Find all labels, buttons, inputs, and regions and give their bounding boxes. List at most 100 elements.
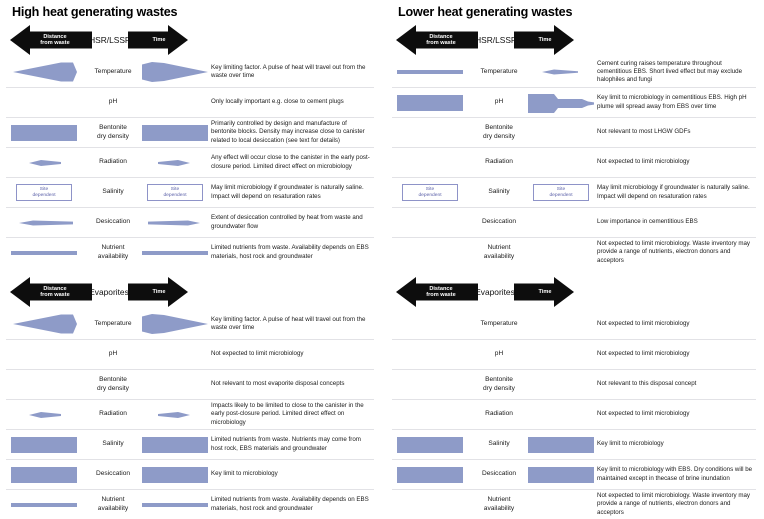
factor-row: Temperature Not expected to limit microbi… [392, 309, 756, 339]
factor-description: Any effect will occur close to the canis… [211, 154, 370, 170]
glyph-bar [11, 250, 77, 255]
glyph-block [11, 436, 77, 453]
column-title: Lower heat generating wastes [398, 5, 573, 19]
glyph-empty [175, 102, 176, 103]
distance-glyph-cell [6, 102, 82, 103]
glyph-tiny-arrow-left [542, 69, 578, 75]
time-glyph-cell [142, 61, 208, 83]
time-glyph-cell [144, 212, 206, 234]
distance-glyph-cell [392, 92, 468, 114]
factor-description: Not expected to limit microbiology [597, 350, 690, 358]
distance-glyph-cell [392, 162, 468, 163]
factor-description: Not expected to limit microbiology [597, 319, 690, 327]
factor-description: Not relevant to most LHGW GDFs [597, 128, 691, 136]
glyph-bar [397, 70, 463, 74]
glyph-wedge-left [13, 62, 77, 82]
factor-description: Key limiting factor. A pulse of heat wil… [211, 315, 366, 331]
factor-description: Primarily controlled by design and manuf… [211, 120, 365, 144]
distance-from-waste-arrow [396, 25, 478, 55]
time-glyph-cell [530, 354, 592, 355]
factor-description: Cement curing raises temperature through… [597, 59, 743, 84]
factor-name: Desiccation [481, 218, 517, 226]
glyph-block [142, 124, 208, 141]
factor-description: Not expected to limit microbiology. Wast… [597, 240, 751, 264]
factor-description: Limited nutrients from waste. Availabili… [211, 244, 369, 260]
factor-name: Temperature [480, 67, 518, 75]
section-title: HSR/LSSR [475, 35, 517, 45]
glyph-empty [430, 324, 431, 325]
distance-glyph-cell [392, 61, 468, 83]
factor-description: Key limit to microbiology [211, 470, 278, 478]
section-title: HSR/LSSR [89, 35, 131, 45]
time-glyph-cell [528, 92, 594, 114]
distance-from-waste-arrow [10, 25, 92, 55]
factor-description: Not expected to limit microbiology. Wast… [597, 492, 751, 516]
glyph-empty [430, 384, 431, 385]
factor-name: Desiccation [95, 218, 131, 226]
distance-glyph-cell [392, 132, 468, 133]
distance-glyph-cell [6, 354, 82, 355]
distance-glyph-cell [392, 324, 468, 325]
glyph-block [528, 436, 594, 453]
glyph-bar [11, 502, 77, 507]
glyph-empty [561, 324, 562, 325]
factor-description: Not expected to limit microbiology [597, 158, 690, 166]
time-glyph-cell [142, 242, 208, 264]
glyph-thin-arrow-right [158, 411, 190, 418]
factor-name: Radiation [99, 158, 127, 166]
glyph-block [397, 466, 463, 483]
factor-name: Salinity [488, 188, 510, 196]
factor-name: pH [494, 350, 504, 358]
factor-description: May limit microbiology if groundwater is… [211, 184, 364, 200]
factor-description: Extent of desiccation controlled by heat… [211, 214, 363, 230]
glyph-wedge-right [142, 314, 208, 334]
time-glyph-cell [530, 414, 592, 415]
time-glyph-cell [530, 384, 592, 385]
factor-row: Desiccation Extent of desiccation control… [6, 207, 374, 237]
distance-glyph-cell [6, 464, 82, 486]
factor-name: Salinity [488, 440, 510, 448]
factor-description: Only locally important e.g. close to cem… [211, 98, 344, 106]
distance-glyph-cell [392, 464, 468, 486]
glyph-wedge-left [13, 314, 77, 334]
glyph-empty [561, 222, 562, 223]
glyph-empty [561, 132, 562, 133]
time-arrow [514, 277, 574, 307]
glyph-bar [142, 502, 208, 507]
factor-name: Temperature [480, 319, 518, 327]
distance-glyph-cell [6, 61, 82, 83]
factor-name: Salinity [102, 188, 124, 196]
time-glyph-cell [142, 313, 208, 335]
time-glyph-cell [142, 464, 208, 486]
glyph-block [397, 94, 463, 111]
time-glyph-cell [528, 434, 594, 456]
factor-description: Key limit to microbiology [597, 440, 664, 448]
factor-name: pH [108, 350, 118, 358]
factor-description: Limited nutrients from waste. Nutrients … [211, 436, 361, 452]
section-title: Evaporites [475, 287, 515, 297]
glyph-empty [561, 252, 562, 253]
